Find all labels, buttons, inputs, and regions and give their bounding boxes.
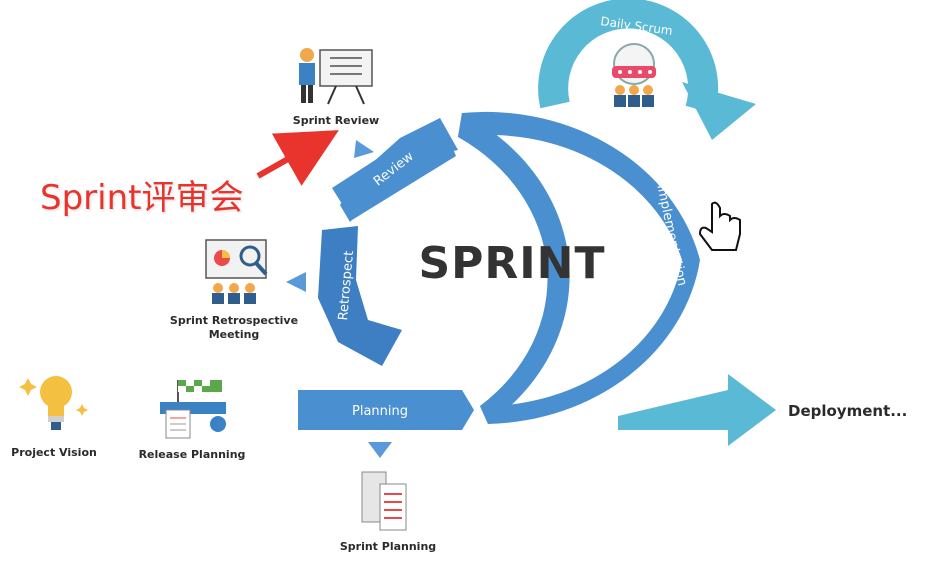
lightbulb-icon bbox=[19, 376, 88, 430]
deployment-label: Deployment... bbox=[788, 402, 907, 420]
deployment-arrow bbox=[618, 374, 776, 446]
sprint-retrospective-label-1: Sprint Retrospective bbox=[170, 314, 298, 327]
planning-pointer bbox=[368, 442, 392, 458]
stopwatch-team-icon bbox=[612, 43, 656, 107]
retrospect-pointer bbox=[286, 272, 306, 292]
sprint-review-label: Sprint Review bbox=[293, 114, 379, 127]
sprint-review-annotation: Sprint评审会 bbox=[40, 178, 244, 218]
planning-label: Planning bbox=[352, 404, 408, 419]
presenter-board-icon bbox=[299, 48, 373, 105]
annotation-arrow bbox=[256, 130, 339, 186]
sprint-retrospective-label-2: Meeting bbox=[209, 328, 260, 341]
review-pointer bbox=[354, 140, 374, 158]
magnifier-chart-icon bbox=[205, 239, 268, 304]
implementation-segment bbox=[458, 113, 570, 424]
checkered-flag-icon bbox=[160, 380, 226, 439]
retrospect-label: Retrospect bbox=[336, 250, 357, 321]
hand-cursor-icon bbox=[698, 201, 741, 251]
sprint-ring: Implementation Review Retrospect Plannin… bbox=[298, 111, 700, 430]
release-planning-label: Release Planning bbox=[139, 448, 246, 461]
sprint-planning-label: Sprint Planning bbox=[340, 540, 436, 553]
documents-icon bbox=[361, 471, 407, 531]
sprint-title: SPRINT bbox=[418, 238, 605, 289]
daily-scrum-loop: Daily Scrum bbox=[538, 0, 756, 140]
planning-segment bbox=[298, 390, 474, 430]
project-vision-label: Project Vision bbox=[11, 446, 97, 459]
retrospect-segment bbox=[318, 226, 402, 366]
